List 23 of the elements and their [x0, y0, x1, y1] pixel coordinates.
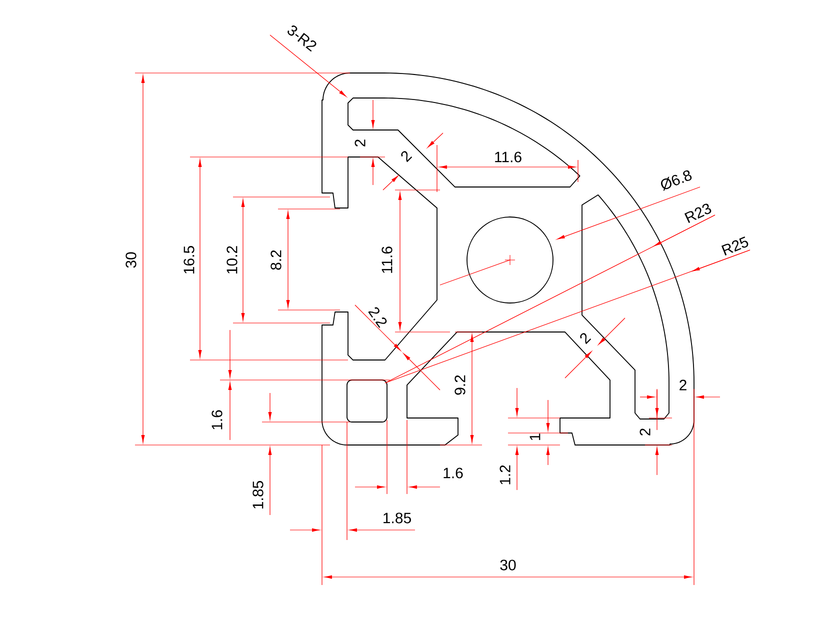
dimension-label: R25 — [721, 236, 748, 256]
dimension-label: R23 — [684, 204, 712, 223]
dimension-label: 1.6 — [444, 468, 463, 478]
dimension-label: 1.85 — [252, 481, 264, 508]
dimension-label: 2 — [640, 428, 650, 436]
dimension-label: 11.6 — [382, 246, 392, 273]
dimension-label: Ø6.8 — [661, 170, 692, 191]
dimension-label: 8.2 — [270, 250, 282, 270]
dimension-label: 2 — [354, 140, 366, 146]
dimension-label: 2 — [401, 151, 412, 162]
dimension-label: 1.6 — [212, 410, 222, 430]
dimension-label: 2 — [680, 380, 686, 390]
dimension-label: 2.2 — [368, 307, 387, 328]
dimension-label: 30 — [500, 560, 516, 570]
dimension-label: 2 — [580, 333, 592, 344]
dimension-label: 16.5 — [184, 246, 194, 274]
dimension-label: 30 — [126, 252, 136, 268]
dimension-label: 1.2 — [500, 465, 510, 484]
dimension-label: 1.85 — [384, 512, 411, 524]
dimension-label: 11.6 — [495, 152, 522, 162]
dimension-label: 1 — [530, 434, 540, 440]
dimension-label: 10.2 — [226, 246, 238, 274]
dimension-label: 9.2 — [454, 375, 466, 395]
